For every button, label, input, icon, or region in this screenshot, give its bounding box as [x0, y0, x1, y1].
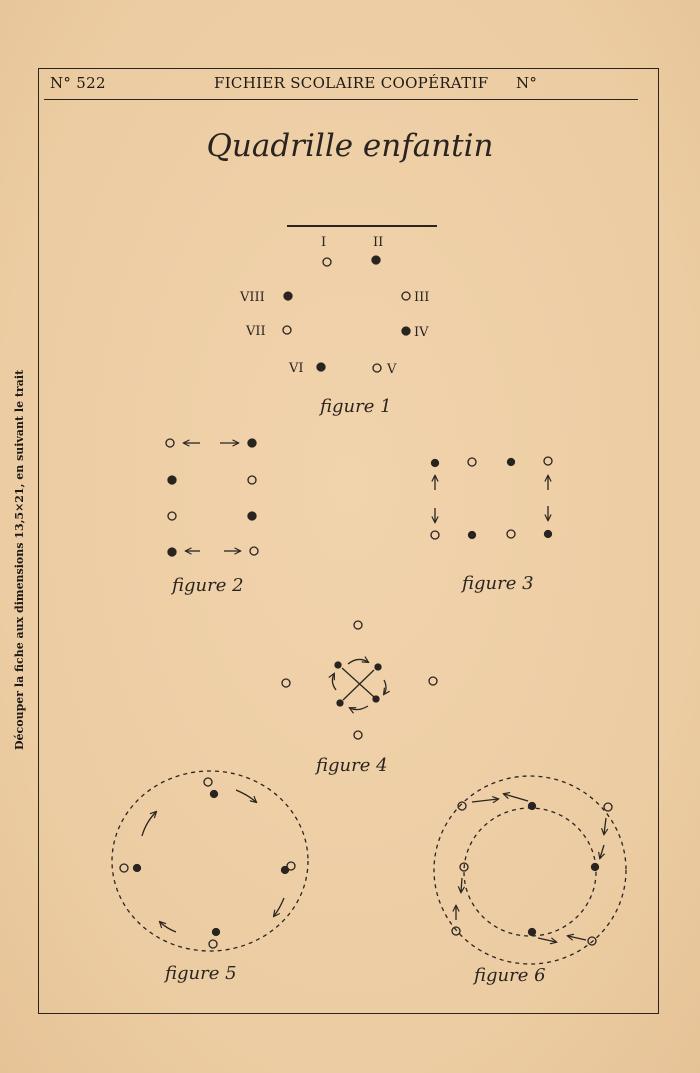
dancer-open [457, 801, 467, 811]
dancer-open [401, 291, 411, 301]
dancer-open [428, 676, 438, 686]
arrow-right [471, 799, 498, 802]
cross-line [342, 669, 375, 701]
dancer-open [459, 862, 469, 872]
position-label: VIII [239, 290, 265, 305]
dancer-filled [401, 326, 411, 336]
arrow-curve [274, 897, 285, 916]
dancer-filled [372, 695, 380, 703]
arrow-right [537, 938, 556, 942]
inner-dashed-circle [463, 807, 597, 937]
position-label: IV [414, 325, 429, 340]
dancer-open [430, 530, 440, 540]
sheet-number-blank: N° [516, 74, 538, 92]
dancer-open [353, 620, 363, 630]
sheet-number: N° 522 [50, 74, 106, 92]
dancer-open [281, 678, 291, 688]
dashed-circle [111, 770, 309, 952]
dancer-filled [247, 511, 257, 521]
dancer-filled [283, 291, 293, 301]
dancer-open [467, 457, 477, 467]
figure-2-diagram [165, 438, 259, 557]
position-label: VII [245, 324, 266, 339]
figure-1-diagram [282, 255, 411, 373]
arrow-curve [141, 812, 156, 837]
arrow-curve [350, 705, 369, 710]
figure-6-label: figure 6 [474, 965, 546, 986]
position-label: VI [288, 361, 304, 376]
dancer-filled [334, 661, 342, 669]
publication-title: FICHIER SCOLAIRE COOPÉRATIF [214, 74, 489, 92]
cut-frame [38, 68, 659, 1014]
dancer-filled [374, 663, 382, 671]
figure-5-diagram [111, 770, 309, 952]
figure-1-label: figure 1 [320, 396, 392, 417]
arrow-curve [235, 789, 256, 802]
dancer-open [203, 777, 213, 787]
position-label: V [386, 362, 397, 377]
dancer-open [372, 363, 382, 373]
dancer-filled [590, 862, 600, 872]
dancer-open [249, 546, 259, 556]
dancer-open [506, 529, 516, 539]
position-label: I [321, 235, 326, 250]
dancer-filled [543, 529, 553, 539]
arrow-down [461, 877, 462, 892]
position-label: III [414, 290, 429, 305]
dancer-open [322, 257, 332, 267]
dancer-filled [167, 475, 177, 485]
dancer-filled [430, 458, 440, 468]
position-label: II [373, 235, 383, 250]
figure-1-position-labels: I II VIII III VII IV VI V [239, 235, 429, 377]
dancer-filled [211, 927, 221, 937]
dancer-filled [336, 699, 344, 707]
dancer-open [282, 325, 292, 335]
figure-5-label: figure 5 [165, 963, 237, 984]
dancer-open [286, 861, 296, 871]
dancer-filled [506, 457, 516, 467]
figure-2-label: figure 2 [172, 575, 244, 596]
cross-line [341, 667, 375, 698]
header-rule [44, 99, 638, 100]
dancer-open [119, 863, 129, 873]
dancer-open [543, 456, 553, 466]
arrow-curve [160, 922, 177, 933]
figure-4-label: figure 4 [316, 755, 388, 776]
dancer-filled [316, 362, 326, 372]
page-title: Quadrille enfantin [206, 128, 494, 164]
arrow-curve [347, 659, 368, 665]
dancer-open [165, 438, 175, 448]
arrow-curve [332, 674, 337, 691]
figure-4-diagram [281, 620, 438, 740]
arrow-left [568, 936, 587, 940]
dancer-open [208, 939, 218, 949]
outer-dashed-circle [433, 775, 627, 965]
dancer-filled [132, 863, 142, 873]
arrow-down [604, 817, 606, 834]
arrow-left [504, 794, 529, 802]
dancer-open [353, 730, 363, 740]
dancer-open [603, 802, 613, 812]
dancer-filled [209, 789, 219, 799]
arrow-down [600, 844, 604, 858]
dancer-filled [527, 801, 537, 811]
dancer-open [587, 936, 597, 946]
dancer-open [167, 511, 177, 521]
dancer-filled [167, 547, 177, 557]
figure-3-diagram [430, 456, 553, 540]
dancer-filled [467, 530, 477, 540]
dancer-open [451, 926, 461, 936]
dancer-filled [280, 865, 290, 875]
dancer-open [247, 475, 257, 485]
dancer-filled [247, 438, 257, 448]
dancer-filled [371, 255, 381, 265]
figure-3-label: figure 3 [462, 573, 534, 594]
arrow-curve [384, 679, 386, 694]
figure-6-diagram [433, 775, 627, 965]
dancer-filled [527, 927, 537, 937]
